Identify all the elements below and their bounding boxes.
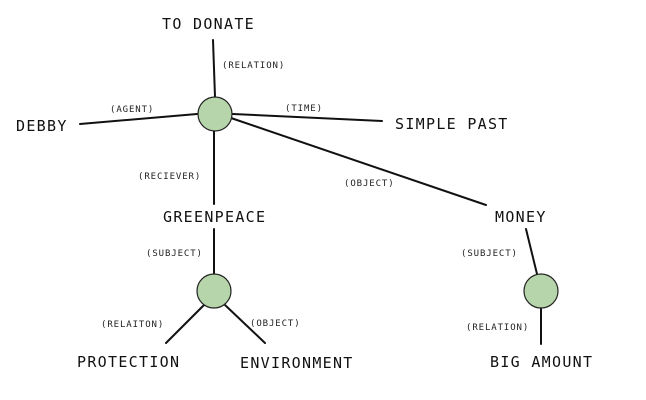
greenpeace-node	[196, 273, 232, 309]
edge-to-donate	[212, 39, 216, 98]
label-to-donate: TO DONATE	[162, 15, 255, 33]
relation-label-relation-money: (RELATION)	[466, 323, 529, 333]
edge-protection	[165, 304, 205, 344]
label-protection: PROTECTION	[77, 353, 180, 371]
edge-money-subject	[525, 228, 538, 275]
label-greenpeace: GREENPEACE	[163, 208, 266, 226]
relation-label-main: (RELATION)	[222, 61, 285, 71]
predicate-node	[197, 96, 233, 132]
relation-label-relaiton: (RELAITON)	[101, 320, 164, 330]
label-big-amount: BIG AMOUNT	[490, 353, 593, 371]
relation-label-time: (TIME)	[285, 104, 323, 114]
edge-money	[230, 117, 487, 206]
relation-label-subject-money: (SUBJECT)	[461, 249, 518, 259]
label-simple-past: SIMPLE PAST	[395, 115, 509, 133]
edge-environment	[224, 304, 266, 344]
relation-label-agent: (AGENT)	[110, 105, 154, 115]
money-node	[523, 273, 559, 309]
label-debby: DEBBY	[16, 117, 68, 135]
label-money: MONEY	[495, 208, 547, 226]
edge-simple-past	[232, 113, 383, 122]
relation-label-object-main: (OBJECT)	[344, 179, 395, 189]
relation-label-subject-greenpeace: (SUBJECT)	[146, 249, 203, 259]
relation-label-reciever: (RECIEVER)	[138, 172, 201, 182]
relation-label-object-greenpeace: (OBJECT)	[250, 319, 301, 329]
edge-debby	[79, 113, 198, 125]
label-environment: ENVIRONMENT	[240, 354, 354, 372]
